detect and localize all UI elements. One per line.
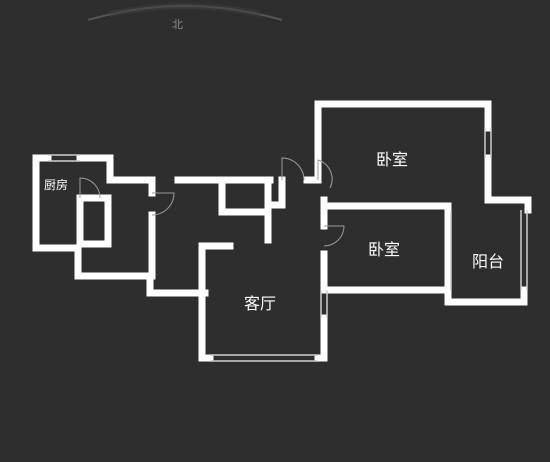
compass-arc-icon [87,3,283,21]
living-room-label: 客厅 [244,294,277,313]
door-swing-corridor [151,192,175,216]
door-swing-bedroom-2 [323,225,345,247]
door-swing-entry [281,157,305,181]
kitchen-walls [32,154,82,252]
bedroom-1-walls [314,100,492,132]
door-swing-bedroom-1 [317,159,333,189]
windows [48,128,528,362]
balcony-label: 阳台 [472,252,505,271]
doors [79,157,345,247]
living-room-walls [198,242,234,362]
kitchen-label: 厨房 [44,178,69,192]
bedroom-1-label: 卧室 [376,150,409,169]
bedroom-2-label: 卧室 [368,240,401,259]
bedroom-2-walls [320,286,528,306]
door-swing-kitchen [79,177,101,199]
compass-north-label: 北 [172,18,183,31]
walls [32,100,532,362]
